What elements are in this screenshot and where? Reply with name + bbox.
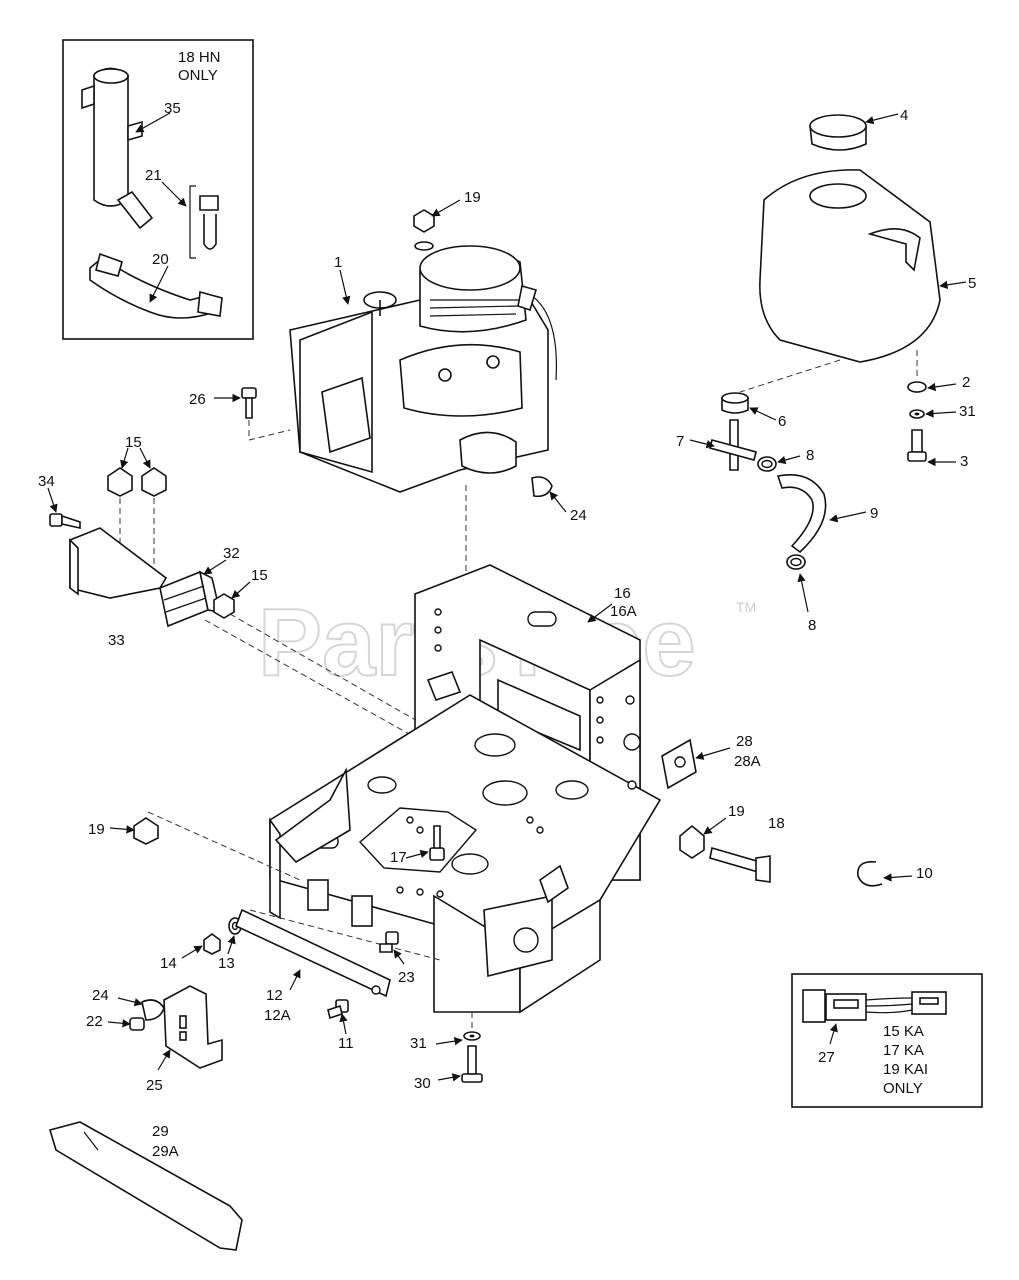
part-24-clip-engine xyxy=(531,476,553,498)
callout-17: 17 xyxy=(390,849,407,866)
part-17-bolt xyxy=(429,825,445,861)
part-5-fuel-tank xyxy=(759,169,941,363)
callout-28: 28 xyxy=(736,733,753,750)
part-25-bracket xyxy=(163,985,223,1069)
part-3-bolt xyxy=(907,429,927,462)
callout-28a: 28A xyxy=(734,753,761,770)
callout-9: 9 xyxy=(870,505,878,522)
part-19-nut-top xyxy=(413,209,435,251)
callout-30: 30 xyxy=(414,1075,431,1092)
part-9-fuel-hose xyxy=(776,474,827,554)
callout-22: 22 xyxy=(86,1013,103,1030)
part-32-bumper-block xyxy=(159,570,222,628)
part-35-muffler xyxy=(81,67,154,230)
callout-24-lower: 24 xyxy=(92,987,109,1004)
callout-14: 14 xyxy=(160,955,177,972)
part-16-main-frame xyxy=(269,564,662,1014)
callout-29a: 29A xyxy=(152,1143,179,1160)
part-22-screw xyxy=(129,1017,145,1031)
callout-16: 16 xyxy=(614,585,631,602)
part-31-washer-lower xyxy=(463,1031,481,1041)
callout-19-left: 19 xyxy=(88,821,105,838)
part-15-nut-mid xyxy=(213,593,235,619)
callout-labels: 35 21 20 19 1 26 15 34 32 15 33 4 5 2 31… xyxy=(38,100,976,1160)
part-24-clip-lower xyxy=(141,999,165,1021)
callout-8-lower: 8 xyxy=(808,617,816,634)
callout-1: 1 xyxy=(334,254,342,271)
inset-muffler-note-line1: 18 HN xyxy=(178,49,221,66)
part-8-hose-clamp-lower xyxy=(786,554,806,570)
part-12-strap xyxy=(234,908,391,998)
part-15-locknut-left xyxy=(107,467,133,497)
part-14-nut xyxy=(203,933,221,955)
part-27-wire-harness xyxy=(802,989,947,1023)
leader-lines xyxy=(47,112,967,1082)
part-28-pivot-bracket xyxy=(661,738,697,790)
part-7-fuel-valve xyxy=(709,419,757,471)
callout-8-upper: 8 xyxy=(806,447,814,464)
callout-15-mid: 15 xyxy=(251,567,268,584)
part-18-bolt xyxy=(709,846,771,883)
callout-24-engine: 24 xyxy=(570,507,587,524)
callout-12: 12 xyxy=(266,987,283,1004)
inset-harness: 15 KA 17 KA 19 KAI ONLY xyxy=(791,973,983,1108)
callout-20: 20 xyxy=(152,251,169,268)
callout-2: 2 xyxy=(962,374,970,391)
part-1-engine xyxy=(289,245,558,493)
callout-5: 5 xyxy=(968,275,976,292)
part-11-bolt xyxy=(327,999,349,1020)
part-34-bolt xyxy=(49,513,81,529)
part-2-washer xyxy=(907,381,927,393)
part-30-bolt xyxy=(461,1045,483,1083)
callout-12a: 12A xyxy=(264,1007,291,1024)
part-31-washer-right xyxy=(909,409,925,419)
callout-16a: 16A xyxy=(610,603,637,620)
callout-34: 34 xyxy=(38,473,55,490)
callout-27: 27 xyxy=(818,1049,835,1066)
callout-19-top: 19 xyxy=(464,189,481,206)
callout-21: 21 xyxy=(145,167,162,184)
part-26-bolt xyxy=(241,387,257,419)
part-33-bracket xyxy=(69,527,168,599)
part-15-locknut-right xyxy=(141,467,167,497)
callout-35: 35 xyxy=(164,100,181,117)
callout-19-right: 19 xyxy=(728,803,745,820)
part-29-bumper-plate xyxy=(48,1121,243,1251)
watermark-trademark: TM xyxy=(736,599,756,615)
callout-13: 13 xyxy=(218,955,235,972)
part-19-nut-left xyxy=(133,817,159,845)
inset-harness-note-line2: 17 KA xyxy=(883,1042,924,1059)
callout-33: 33 xyxy=(108,632,125,649)
callout-15-left: 15 xyxy=(125,434,142,451)
callout-3: 3 xyxy=(960,453,968,470)
part-10-retaining-ring xyxy=(857,860,883,887)
callout-18: 18 xyxy=(768,815,785,832)
callout-26: 26 xyxy=(189,391,206,408)
part-8-hose-clamp-upper xyxy=(757,456,777,472)
part-23-bolt xyxy=(379,931,399,953)
inset-muffler-note-line2: ONLY xyxy=(178,67,218,84)
callout-11: 11 xyxy=(338,1035,354,1052)
part-20-exhaust-pipe xyxy=(89,252,223,319)
inset-harness-note-line3: 19 KAI xyxy=(883,1061,928,1078)
callout-4: 4 xyxy=(900,107,908,124)
callout-10: 10 xyxy=(916,865,933,882)
callout-6: 6 xyxy=(778,413,786,430)
callout-29: 29 xyxy=(152,1123,169,1140)
callout-32: 32 xyxy=(223,545,240,562)
inset-harness-note-line4: ONLY xyxy=(883,1080,923,1097)
part-4-fuel-cap xyxy=(809,114,867,151)
callout-23: 23 xyxy=(398,969,415,986)
callout-7: 7 xyxy=(676,433,684,450)
part-6-grommet xyxy=(721,392,749,414)
part-19-nut-right xyxy=(679,824,705,859)
inset-harness-note-line1: 15 KA xyxy=(883,1023,924,1040)
callout-25: 25 xyxy=(146,1077,163,1094)
part-21-clamp xyxy=(189,185,219,259)
inset-muffler: 18 HN ONLY xyxy=(62,39,254,340)
callout-31-right: 31 xyxy=(959,403,976,420)
callout-31-lower: 31 xyxy=(410,1035,427,1052)
